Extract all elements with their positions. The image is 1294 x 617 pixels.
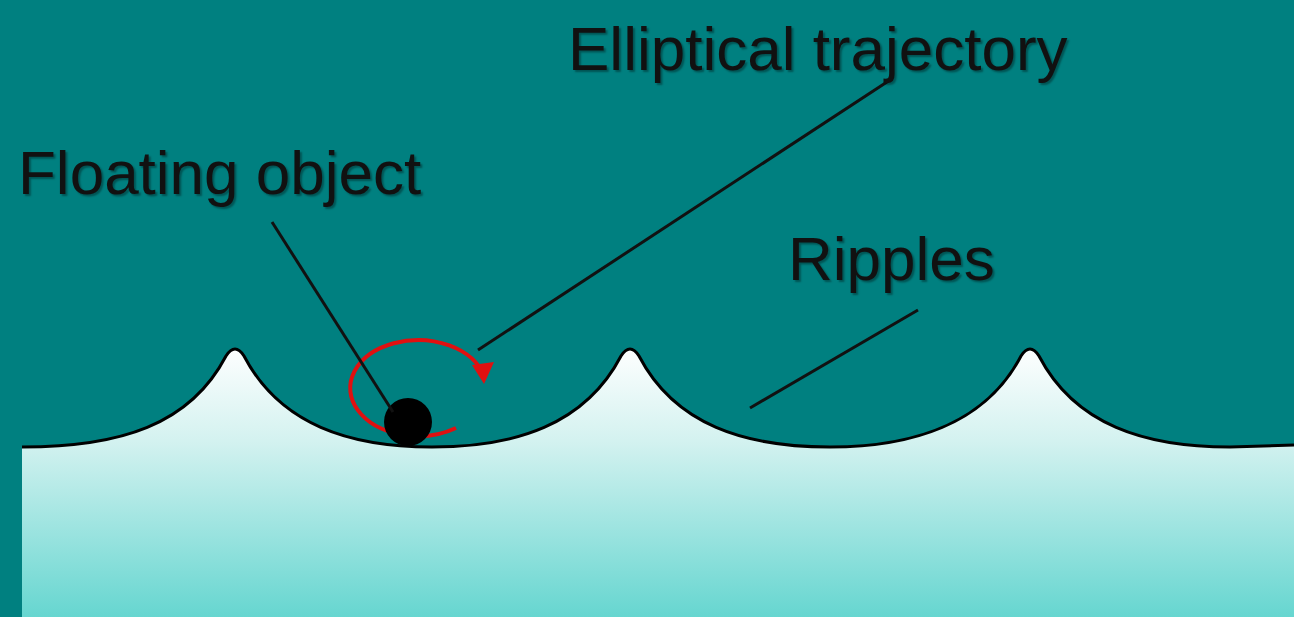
leader-line (478, 80, 890, 350)
trajectory-arrowhead (472, 362, 494, 384)
label-text: Ripples (788, 228, 995, 290)
floating-object (384, 398, 432, 446)
water-surface (22, 349, 1294, 617)
leader-line (750, 310, 918, 408)
label-text: Floating object (18, 142, 421, 204)
leader-line (272, 222, 393, 412)
label-text: Elliptical trajectory (568, 18, 1068, 80)
wave-outline (22, 349, 1294, 447)
